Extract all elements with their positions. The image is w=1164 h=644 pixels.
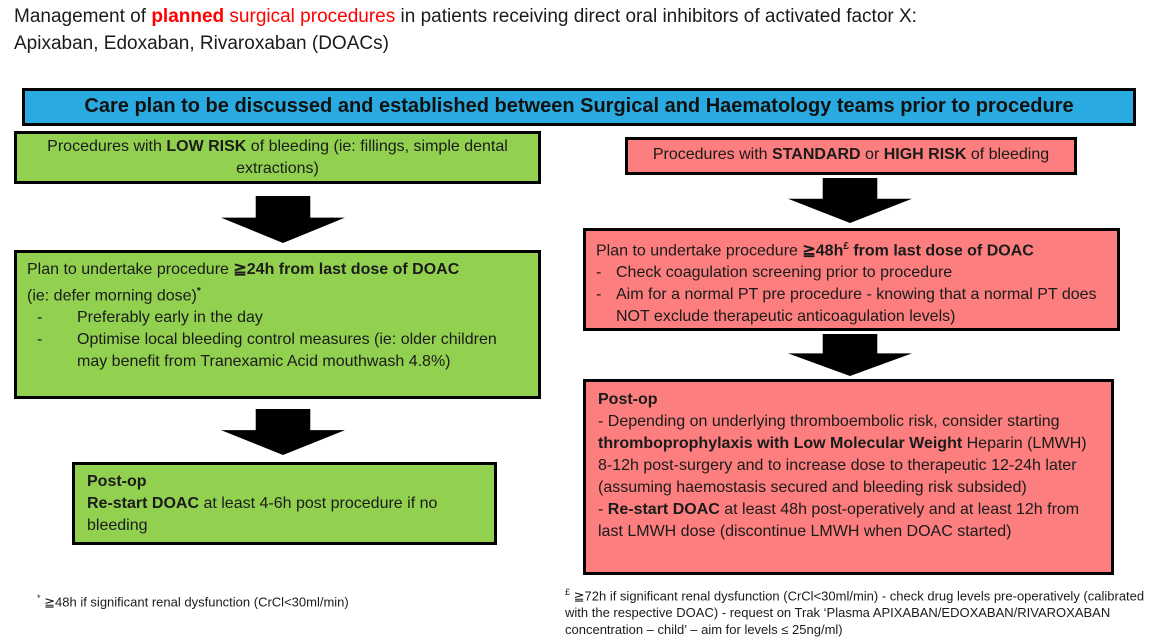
postop-paragraph-1: - Depending on underlying thromboembolic…: [598, 411, 1099, 499]
bullet-text: Preferably early in the day: [77, 309, 263, 327]
standard-bold: STANDARD: [772, 146, 861, 163]
page-title: Management of planned surgical procedure…: [14, 3, 1154, 57]
care-plan-banner-text: Care plan to be discussed and establishe…: [84, 95, 1074, 117]
low-risk-box: Procedures with LOW RISK of bleeding (ie…: [14, 131, 541, 184]
postop-text: Re-start DOAC at least 4-6h post procedu…: [87, 493, 482, 537]
restart-doac-bold: Re-start DOAC: [607, 501, 720, 518]
footnote-right: £ ≧72h if significant renal dysfunction …: [565, 584, 1157, 638]
restart-doac-rest: at least 4-6h post procedure if no bleed…: [87, 495, 438, 534]
footnote-left: * ≧48h if significant renal dysfunction …: [37, 590, 557, 610]
pound-superscript: £: [565, 587, 571, 597]
title-planned-highlight: planned: [151, 6, 225, 27]
plan-bold-2: from last dose of DOAC: [848, 242, 1034, 260]
postop-paragraph-2: - Re-start DOAC at least 48h post-operat…: [598, 499, 1099, 543]
bullet-item: - Preferably early in the day: [27, 307, 528, 329]
bullet-dash: -: [37, 309, 43, 327]
footnote-left-text: ≧48h if significant renal dysfunction (C…: [40, 594, 349, 610]
down-arrow-icon: [788, 178, 912, 223]
asterisk-superscript: *: [196, 286, 201, 297]
plan-bold: ≧48h: [802, 242, 844, 260]
plan-normal: Plan to undertake procedure: [27, 261, 234, 278]
bullet-text: Check coagulation screening prior to pro…: [616, 264, 953, 282]
down-arrow-icon: [221, 409, 345, 455]
low-risk-text-2: of bleeding (ie: fillings, simple dental…: [236, 138, 508, 177]
low-risk-plan-box: Plan to undertake procedure ≧24h from la…: [14, 250, 541, 399]
p2-normal-2: at least 48h post-operatively and at lea…: [598, 501, 1080, 540]
bullet-item: - Optimise local bleeding control measur…: [27, 329, 528, 373]
title-line-1: Management of planned surgical procedure…: [14, 3, 1154, 30]
footnote-right-text: ≧72h if significant renal dysfunction (C…: [565, 588, 1145, 638]
high-risk-plan-box: Plan to undertake procedure ≧48h£ from l…: [583, 228, 1120, 331]
care-plan-banner: Care plan to be discussed and establishe…: [22, 88, 1136, 126]
high-risk-text: Procedures with: [652, 146, 773, 163]
title-line-2: Apixaban, Edoxaban, Rivaroxaban (DOACs): [14, 33, 389, 54]
bullet-item: - Check coagulation screening prior to p…: [596, 262, 1107, 284]
asterisk-superscript: *: [37, 593, 41, 603]
low-risk-text: Procedures with: [47, 138, 167, 155]
bullet-text: Optimise local bleeding control measures…: [77, 331, 497, 371]
plan-normal: Plan to undertake procedure: [596, 242, 803, 260]
plan-bold: ≧24h from last dose of DOAC: [233, 261, 460, 278]
high-risk-text-3: of bleeding: [966, 146, 1050, 163]
title-rest: in patients receiving direct oral inhibi…: [400, 6, 917, 27]
high-risk-text-2: or: [860, 146, 884, 163]
pound-superscript: £: [843, 241, 849, 252]
restart-doac-bold: Re-start DOAC: [87, 495, 200, 512]
title-surgical-highlight: surgical procedures: [224, 6, 401, 27]
plan-line-1: Plan to undertake procedure ≧48h£ from l…: [596, 236, 1107, 262]
bullet-item: - Aim for a normal PT pre procedure - kn…: [596, 284, 1107, 328]
down-arrow-icon: [221, 196, 345, 243]
bullet-dash: -: [596, 286, 602, 304]
postop-heading: Post-op: [87, 473, 147, 490]
p1-normal-2: Heparin (LMWH) 8-12h post-surgery and to…: [598, 435, 1087, 496]
down-arrow-icon: [788, 334, 912, 376]
high-risk-box: Procedures with STANDARD or HIGH RISK of…: [625, 137, 1077, 175]
plan-line-1: Plan to undertake procedure ≧24h from la…: [27, 259, 528, 281]
defer-dose-text: (ie: defer morning dose): [27, 287, 197, 305]
bullet-dash: -: [37, 331, 43, 349]
low-risk-bold: LOW RISK: [166, 138, 247, 155]
low-risk-postop-box: Post-op Re-start DOAC at least 4-6h post…: [72, 462, 497, 545]
plan-line-2: (ie: defer morning dose)*: [27, 281, 528, 307]
title-prefix: Management of: [14, 6, 152, 27]
postop-heading: Post-op: [598, 391, 658, 408]
high-risk-bold: HIGH RISK: [883, 146, 967, 163]
thromboprophylaxis-bold: thromboprophylaxis with Low Molecular We…: [598, 435, 963, 452]
bullet-text: Aim for a normal PT pre procedure - know…: [616, 286, 1097, 326]
bullet-dash: -: [596, 264, 602, 282]
high-risk-postop-box: Post-op - Depending on underlying thromb…: [583, 379, 1114, 575]
p1-normal: - Depending on underlying thromboembolic…: [598, 413, 1060, 430]
p2-normal: -: [598, 501, 608, 518]
